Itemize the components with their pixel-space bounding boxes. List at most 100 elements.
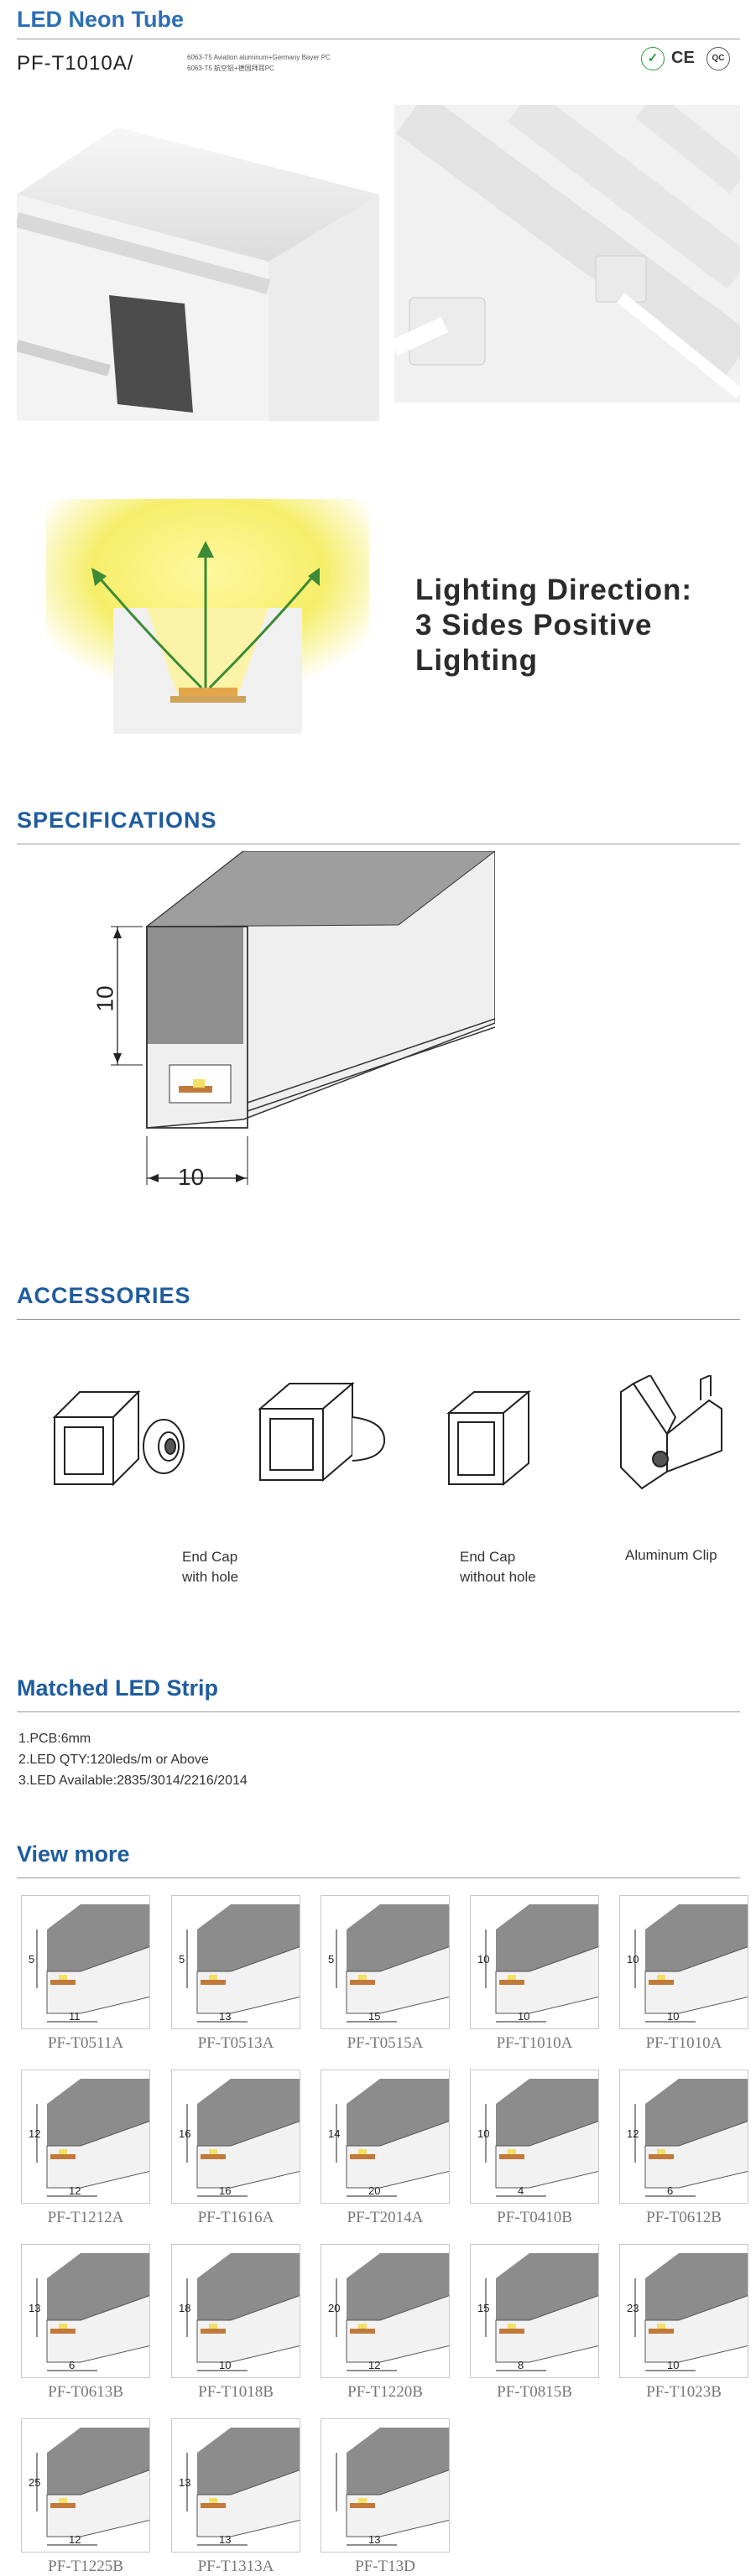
profile-drawing: 104 xyxy=(471,2070,598,2203)
product-thumbnail-label[interactable]: PF-T1010A xyxy=(645,2034,722,2052)
check-cert-icon: ✓ xyxy=(641,47,665,70)
profile-drawing: 513 xyxy=(172,1896,300,2028)
product-thumbnail[interactable]: 25 12 xyxy=(21,2418,150,2553)
height-dim-text: 16 xyxy=(179,2127,190,2140)
accessories-rule xyxy=(17,1319,740,1320)
product-thumbnail[interactable]: 10 10 xyxy=(619,1895,748,2029)
profile-drawing: 515 xyxy=(321,1896,449,2028)
product-thumbnail-label[interactable]: PF-T1023B xyxy=(646,2383,722,2401)
page-title: LED Neon Tube xyxy=(17,7,184,32)
height-dim-text: 18 xyxy=(179,2302,190,2314)
width-dim-text: 6 xyxy=(667,2184,673,2197)
product-thumbnail-label[interactable]: PF-T1225B xyxy=(48,2558,123,2575)
accessory-label-1-line-1: End Cap xyxy=(182,1549,238,1565)
height-dim-text: 13 xyxy=(179,2476,190,2489)
qc-cert-icon: QC xyxy=(706,47,730,70)
matched-strip-rule xyxy=(17,1711,740,1712)
product-thumbnail[interactable]: 15 8 xyxy=(470,2244,599,2378)
width-dim-text: 10 xyxy=(667,2359,679,2371)
width-dim-text: 13 xyxy=(368,2533,380,2546)
width-dim-text: 10 xyxy=(667,2010,679,2023)
width-dim-text: 10 xyxy=(518,2010,529,2023)
product-thumbnail-label[interactable]: PF-T1313A xyxy=(197,2558,274,2575)
accessory-label-2-line-2: without hole xyxy=(460,1569,536,1585)
product-thumbnail-label[interactable]: PF-T1018B xyxy=(198,2383,274,2401)
height-dim-text: 5 xyxy=(29,1953,34,1966)
product-thumbnail-label[interactable]: PF-T13D xyxy=(355,2558,415,2575)
profile-drawing: 25 12 xyxy=(22,2419,149,2552)
height-dim-text: 12 xyxy=(29,2127,40,2140)
width-dim-text: 12 xyxy=(69,2533,81,2546)
height-dimension: 10 xyxy=(91,985,118,1012)
product-thumbnail-label[interactable]: PF-T2014A xyxy=(347,2209,424,2226)
view-more-title: View more xyxy=(17,1841,130,1867)
product-thumbnail[interactable]: 13 13 xyxy=(171,2418,300,2553)
end-cap-without-hole-icon xyxy=(445,1388,554,1505)
profile-drawing: 1010 xyxy=(471,1896,598,2028)
product-thumbnail-label[interactable]: PF-T1010A xyxy=(496,2034,573,2052)
width-dim-text: 13 xyxy=(219,2533,231,2546)
model-number: PF-T1010A/ xyxy=(17,52,134,75)
product-thumbnail-label[interactable]: PF-T0511A xyxy=(47,2034,124,2052)
end-cap-with-hole-2-icon xyxy=(252,1375,403,1501)
end-cap-with-hole-icon xyxy=(46,1384,197,1509)
product-thumbnail-label[interactable]: PF-T1220B xyxy=(347,2383,423,2401)
product-thumbnail[interactable]: 23 10 xyxy=(619,2244,748,2378)
lighting-direction-diagram xyxy=(46,482,369,759)
lighting-line-2: 3 Sides Positive xyxy=(415,609,653,641)
height-dim-text: 15 xyxy=(477,2302,489,2314)
height-dim-text: 23 xyxy=(627,2302,639,2314)
height-dim-text: 25 xyxy=(29,2476,40,2489)
product-thumbnail-label[interactable]: PF-T0612B xyxy=(646,2209,722,2226)
height-dim-text: 10 xyxy=(627,1953,639,1966)
product-thumbnail[interactable]: 5 11 xyxy=(21,1895,150,2029)
height-dim-text: 5 xyxy=(328,1953,334,1966)
matched-strip-title: Matched LED Strip xyxy=(17,1675,219,1701)
product-thumbnail-label[interactable]: PF-T0613B xyxy=(48,2383,123,2401)
product-thumbnail[interactable]: 13 xyxy=(321,2418,450,2553)
profile-drawing: 13 13 xyxy=(172,2419,300,2552)
profile-drawing: 12 12 xyxy=(22,2070,149,2203)
width-dim-text: 12 xyxy=(69,2184,81,2197)
width-dim-text: 8 xyxy=(518,2359,524,2371)
height-dim-text: 13 xyxy=(29,2302,40,2314)
product-thumbnail-label[interactable]: PF-T0410B xyxy=(497,2209,572,2226)
profile-drawing: 13 xyxy=(321,2419,449,2552)
height-dim-text: 10 xyxy=(477,2127,489,2140)
width-dimension: 10 xyxy=(178,1164,205,1190)
width-dim-text: 11 xyxy=(69,2010,81,2023)
view-more-rule xyxy=(17,1877,740,1878)
profile-drawing: 15 8 xyxy=(471,2245,598,2377)
product-thumbnail[interactable]: 12 12 xyxy=(21,2070,150,2204)
product-thumbnail-label[interactable]: PF-T1212A xyxy=(47,2209,124,2226)
accessory-label-3-line-1: Aluminum Clip xyxy=(625,1547,717,1563)
product-thumbnail-label[interactable]: PF-T0815B xyxy=(497,2383,572,2401)
strip-spec-2: 2.LED QTY:120leds/m or Above xyxy=(18,1753,209,1767)
profile-drawing: 10 10 xyxy=(620,1896,748,2028)
product-photo-connectors xyxy=(390,88,755,402)
product-thumbnail-label[interactable]: PF-T0513A xyxy=(197,2034,274,2052)
height-dim-text: 20 xyxy=(328,2302,340,2314)
product-thumbnail-label[interactable]: PF-T0515A xyxy=(347,2034,424,2052)
product-thumbnail[interactable]: 13 6 xyxy=(21,2244,150,2378)
material-cn: 6063-T5 航空铝+德国拜耳PC xyxy=(187,65,274,72)
aluminum-clip-icon xyxy=(617,1374,730,1501)
strip-spec-3: 3.LED Available:2835/3014/2216/2014 xyxy=(18,1774,248,1788)
product-thumbnail-label[interactable]: PF-T1616A xyxy=(197,2209,274,2226)
width-dim-text: 16 xyxy=(219,2184,231,2197)
profile-drawing: 126 xyxy=(620,2070,748,2203)
width-dim-text: 6 xyxy=(69,2359,75,2371)
profile-drawing: 1616 xyxy=(172,2070,300,2203)
